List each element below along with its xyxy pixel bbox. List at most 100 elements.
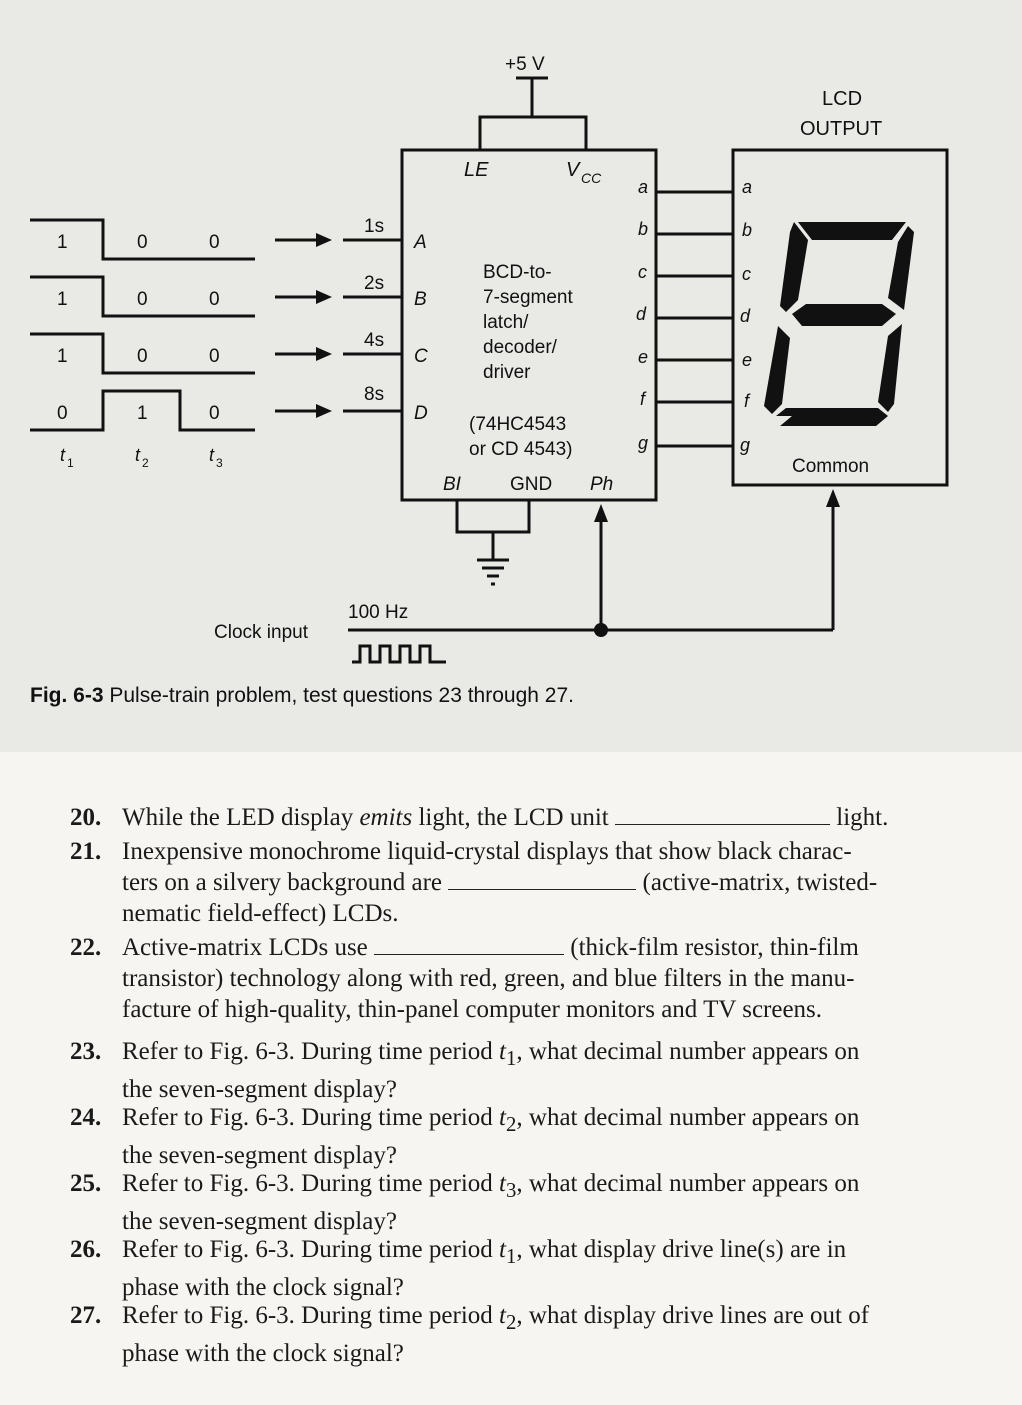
chip-output-f: f xyxy=(640,389,647,409)
chip-output-e: e xyxy=(638,347,648,367)
question-27: 27. Refer to Fig. 6-3. During time perio… xyxy=(70,1300,975,1369)
clock-input-label: Clock input xyxy=(214,622,309,643)
seven-segment-digit xyxy=(764,222,914,426)
clock-junction xyxy=(594,623,608,637)
question-22: 22. Active-matrix LCDs use (thick-film r… xyxy=(70,932,975,1025)
question-text: Active-matrix LCDs use xyxy=(122,934,375,961)
chip-gnd-label: GND xyxy=(510,474,552,495)
pulse-train-c xyxy=(30,332,255,375)
question-text: the seven-segment display? xyxy=(122,1208,397,1235)
pulse-value: 0 xyxy=(209,232,220,253)
question-text: ters on a silvery background are xyxy=(122,869,449,896)
lcd-title-line1: LCD xyxy=(822,88,862,110)
pulse-value: 1 xyxy=(57,289,68,310)
question-23: 23. Refer to Fig. 6-3. During time perio… xyxy=(70,1036,975,1105)
chip-ph-label: Ph xyxy=(590,474,613,495)
chip-name-line5: driver xyxy=(483,362,531,383)
lcd-input-a: a xyxy=(742,177,752,197)
chip-vcc-label: V xyxy=(566,159,581,181)
question-text: Inexpensive monochrome liquid-crystal di… xyxy=(122,838,852,865)
time-variable: t xyxy=(499,1038,506,1065)
time-label-t3: t xyxy=(209,445,215,465)
time-subscript: 1 xyxy=(505,1046,517,1070)
question-text: Refer to Fig. 6-3. During time period xyxy=(122,1170,500,1197)
question-text: Refer to Fig. 6-3. During time period xyxy=(122,1104,500,1131)
time-label-t2: t xyxy=(135,445,141,465)
figure-6-3: +5 V LCD OUTPUT LE V CC BCD-to- 7-segmen… xyxy=(30,54,949,708)
answer-blank[interactable] xyxy=(374,934,565,955)
chip-name-line4: decoder/ xyxy=(483,337,558,358)
pulse-train-b xyxy=(30,275,255,318)
question-text: the seven-segment display? xyxy=(122,1142,397,1169)
pulse-value: 0 xyxy=(57,403,68,424)
answer-blank[interactable] xyxy=(615,804,831,825)
weight-8s: 8s xyxy=(364,384,384,405)
pulse-value: 0 xyxy=(209,403,220,424)
chip-output-b: b xyxy=(638,219,648,239)
chip-le-label: LE xyxy=(464,159,489,181)
chip-input-a: A xyxy=(413,232,427,253)
chip-input-d: D xyxy=(414,403,428,424)
caption-text: Pulse-train problem, test questions 23 t… xyxy=(109,684,574,707)
chip-name-line3: latch/ xyxy=(483,312,529,333)
question-text: light. xyxy=(830,804,889,831)
chip-bi-label: BI xyxy=(443,474,462,495)
question-text: , what display drive lines are out of xyxy=(516,1302,870,1329)
weight-1s: 1s xyxy=(364,216,384,237)
question-20: 20. While the LED display emits light, t… xyxy=(70,802,975,833)
lcd-input-f: f xyxy=(744,391,751,411)
chip-input-b: B xyxy=(414,289,427,310)
question-text: While the LED display xyxy=(122,804,360,831)
question-21: 21. Inexpensive monochrome liquid-crysta… xyxy=(70,836,975,929)
lcd-input-c: c xyxy=(742,264,751,284)
question-text: , what decimal number appears on xyxy=(516,1038,860,1065)
question-number: 26. xyxy=(70,1236,102,1263)
question-number: 21. xyxy=(70,838,102,865)
time-subscript: 3 xyxy=(505,1178,517,1202)
chip-output-a: a xyxy=(638,177,648,197)
question-text: the seven-segment display? xyxy=(122,1076,397,1103)
chip-part-line2: or CD 4543) xyxy=(469,439,573,460)
weight-2s: 2s xyxy=(364,273,384,294)
question-number: 27. xyxy=(70,1302,102,1329)
question-text: , what decimal number appears on xyxy=(516,1170,860,1197)
question-text: phase with the clock signal? xyxy=(122,1274,404,1301)
pulse-value: 0 xyxy=(137,346,148,367)
pulse-value: 1 xyxy=(57,346,68,367)
time-subscript: 1 xyxy=(505,1244,517,1268)
chip-name-line2: 7-segment xyxy=(483,287,573,308)
chip-output-g: g xyxy=(638,433,648,453)
question-26: 26. Refer to Fig. 6-3. During time perio… xyxy=(70,1234,975,1303)
question-number: 20. xyxy=(70,804,102,831)
question-number: 24. xyxy=(70,1104,102,1131)
chip-input-c: C xyxy=(414,346,428,367)
time-subscript: 1 xyxy=(67,456,74,470)
ph-arrow xyxy=(594,504,608,522)
weight-4s: 4s xyxy=(364,330,384,351)
clock-frequency: 100 Hz xyxy=(348,602,408,623)
question-text: Refer to Fig. 6-3. During time period xyxy=(122,1236,500,1263)
question-24: 24. Refer to Fig. 6-3. During time perio… xyxy=(70,1102,975,1171)
question-number: 22. xyxy=(70,934,102,961)
lcd-common-label: Common xyxy=(792,456,869,477)
chip-part-line1: (74HC4543 xyxy=(469,414,566,435)
question-text: nematic field-effect) LCDs. xyxy=(122,900,399,927)
answer-blank[interactable] xyxy=(448,869,637,890)
pulse-train-a xyxy=(30,218,255,261)
time-variable: t xyxy=(499,1302,506,1329)
chip-output-d: d xyxy=(636,304,647,324)
pulse-value: 1 xyxy=(57,232,68,253)
question-list: 20. While the LED display emits light, t… xyxy=(0,752,1022,1405)
figure-caption: Fig. 6-3 Pulse-train problem, test quest… xyxy=(30,684,574,708)
lcd-input-e: e xyxy=(742,350,752,370)
question-text: Refer to Fig. 6-3. During time period xyxy=(122,1038,500,1065)
time-subscript: 3 xyxy=(216,456,223,470)
time-subscript: 2 xyxy=(505,1310,517,1334)
question-text: , what display drive line(s) are in xyxy=(516,1236,847,1263)
question-text: (active-matrix, twisted- xyxy=(636,869,878,896)
time-subscript: 2 xyxy=(142,456,149,470)
pulse-value: 0 xyxy=(209,289,220,310)
question-25: 25. Refer to Fig. 6-3. During time perio… xyxy=(70,1168,975,1237)
time-variable: t xyxy=(499,1236,506,1263)
lcd-input-g: g xyxy=(740,435,750,455)
